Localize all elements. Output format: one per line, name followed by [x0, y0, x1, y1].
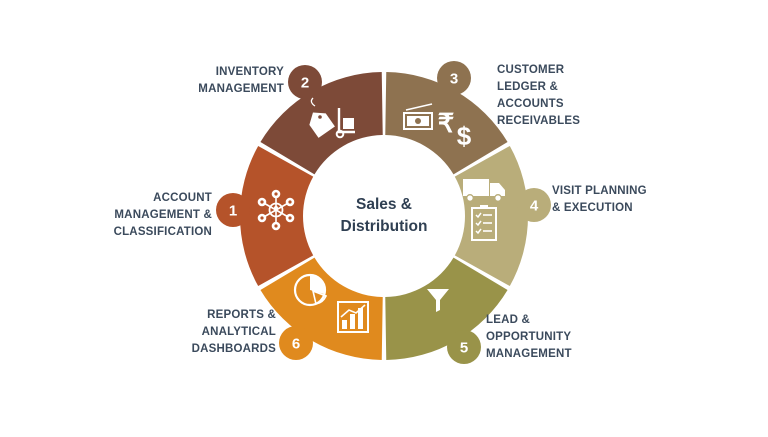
label-line: CUSTOMER: [497, 64, 565, 76]
label-visit-planning: VISIT PLANNING & EXECUTION: [552, 183, 647, 217]
label-account-management: ACCOUNT MANAGEMENT & CLASSIFICATION: [114, 190, 212, 241]
label-line: INVENTORY: [215, 66, 284, 78]
center-title-line2: Distribution: [341, 218, 428, 235]
truck-checklist-icon: [463, 179, 505, 241]
center-hub: [305, 137, 463, 295]
funnel-icon: [427, 289, 449, 312]
label-customer-ledger: CUSTOMER LEDGER & ACCOUNTS RECEIVABLES: [497, 62, 580, 130]
step-number: 4: [530, 198, 539, 215]
label-inventory-management: INVENTORY MANAGEMENT: [198, 64, 284, 98]
label-line: MANAGEMENT &: [114, 209, 212, 221]
step-number: 3: [450, 71, 458, 88]
label-line: CLASSIFICATION: [113, 226, 212, 238]
step-number: 6: [292, 336, 300, 353]
step-badge-6: [279, 326, 313, 360]
tag-and-hand-truck-icon: [309, 97, 355, 139]
currency-icon: ₹$: [403, 103, 472, 151]
label-line: ACCOUNTS: [497, 98, 564, 110]
label-line: LEAD &: [486, 314, 531, 326]
label-line: DASHBOARDS: [191, 343, 276, 355]
label-line: ANALYTICAL: [201, 326, 276, 338]
label-lead-opportunity: LEAD & OPPORTUNITY MANAGEMENT: [486, 312, 572, 363]
label-line: MANAGEMENT: [486, 348, 572, 360]
label-line: OPPORTUNITY: [486, 331, 572, 343]
step-badge-2: [288, 65, 322, 99]
svg-text:$: $: [457, 121, 472, 151]
step-badge-1: [216, 193, 250, 227]
step-badge-3: [437, 61, 471, 95]
network-people-icon: [257, 189, 295, 231]
label-line: VISIT PLANNING: [552, 185, 647, 197]
pie-bar-chart-icon: [293, 273, 369, 333]
label-line: RECEIVABLES: [497, 115, 581, 127]
segment-3: [385, 72, 508, 175]
step-badge-5: [447, 330, 481, 364]
label-line: REPORTS &: [207, 309, 276, 321]
svg-text:₹: ₹: [438, 108, 455, 138]
step-number: 2: [301, 75, 309, 92]
label-reports-dashboards: REPORTS & ANALYTICAL DASHBOARDS: [192, 307, 276, 358]
label-line: ACCOUNT: [153, 192, 212, 204]
step-badge-4: [517, 188, 551, 222]
segment-6: [260, 257, 383, 360]
center-title-line1: Sales &: [356, 196, 412, 213]
step-number: 1: [229, 203, 237, 220]
label-line: & EXECUTION: [552, 202, 633, 214]
segment-5: [385, 257, 508, 360]
label-line: LEDGER &: [497, 81, 559, 93]
step-number: 5: [460, 340, 468, 357]
label-line: MANAGEMENT: [198, 83, 284, 95]
